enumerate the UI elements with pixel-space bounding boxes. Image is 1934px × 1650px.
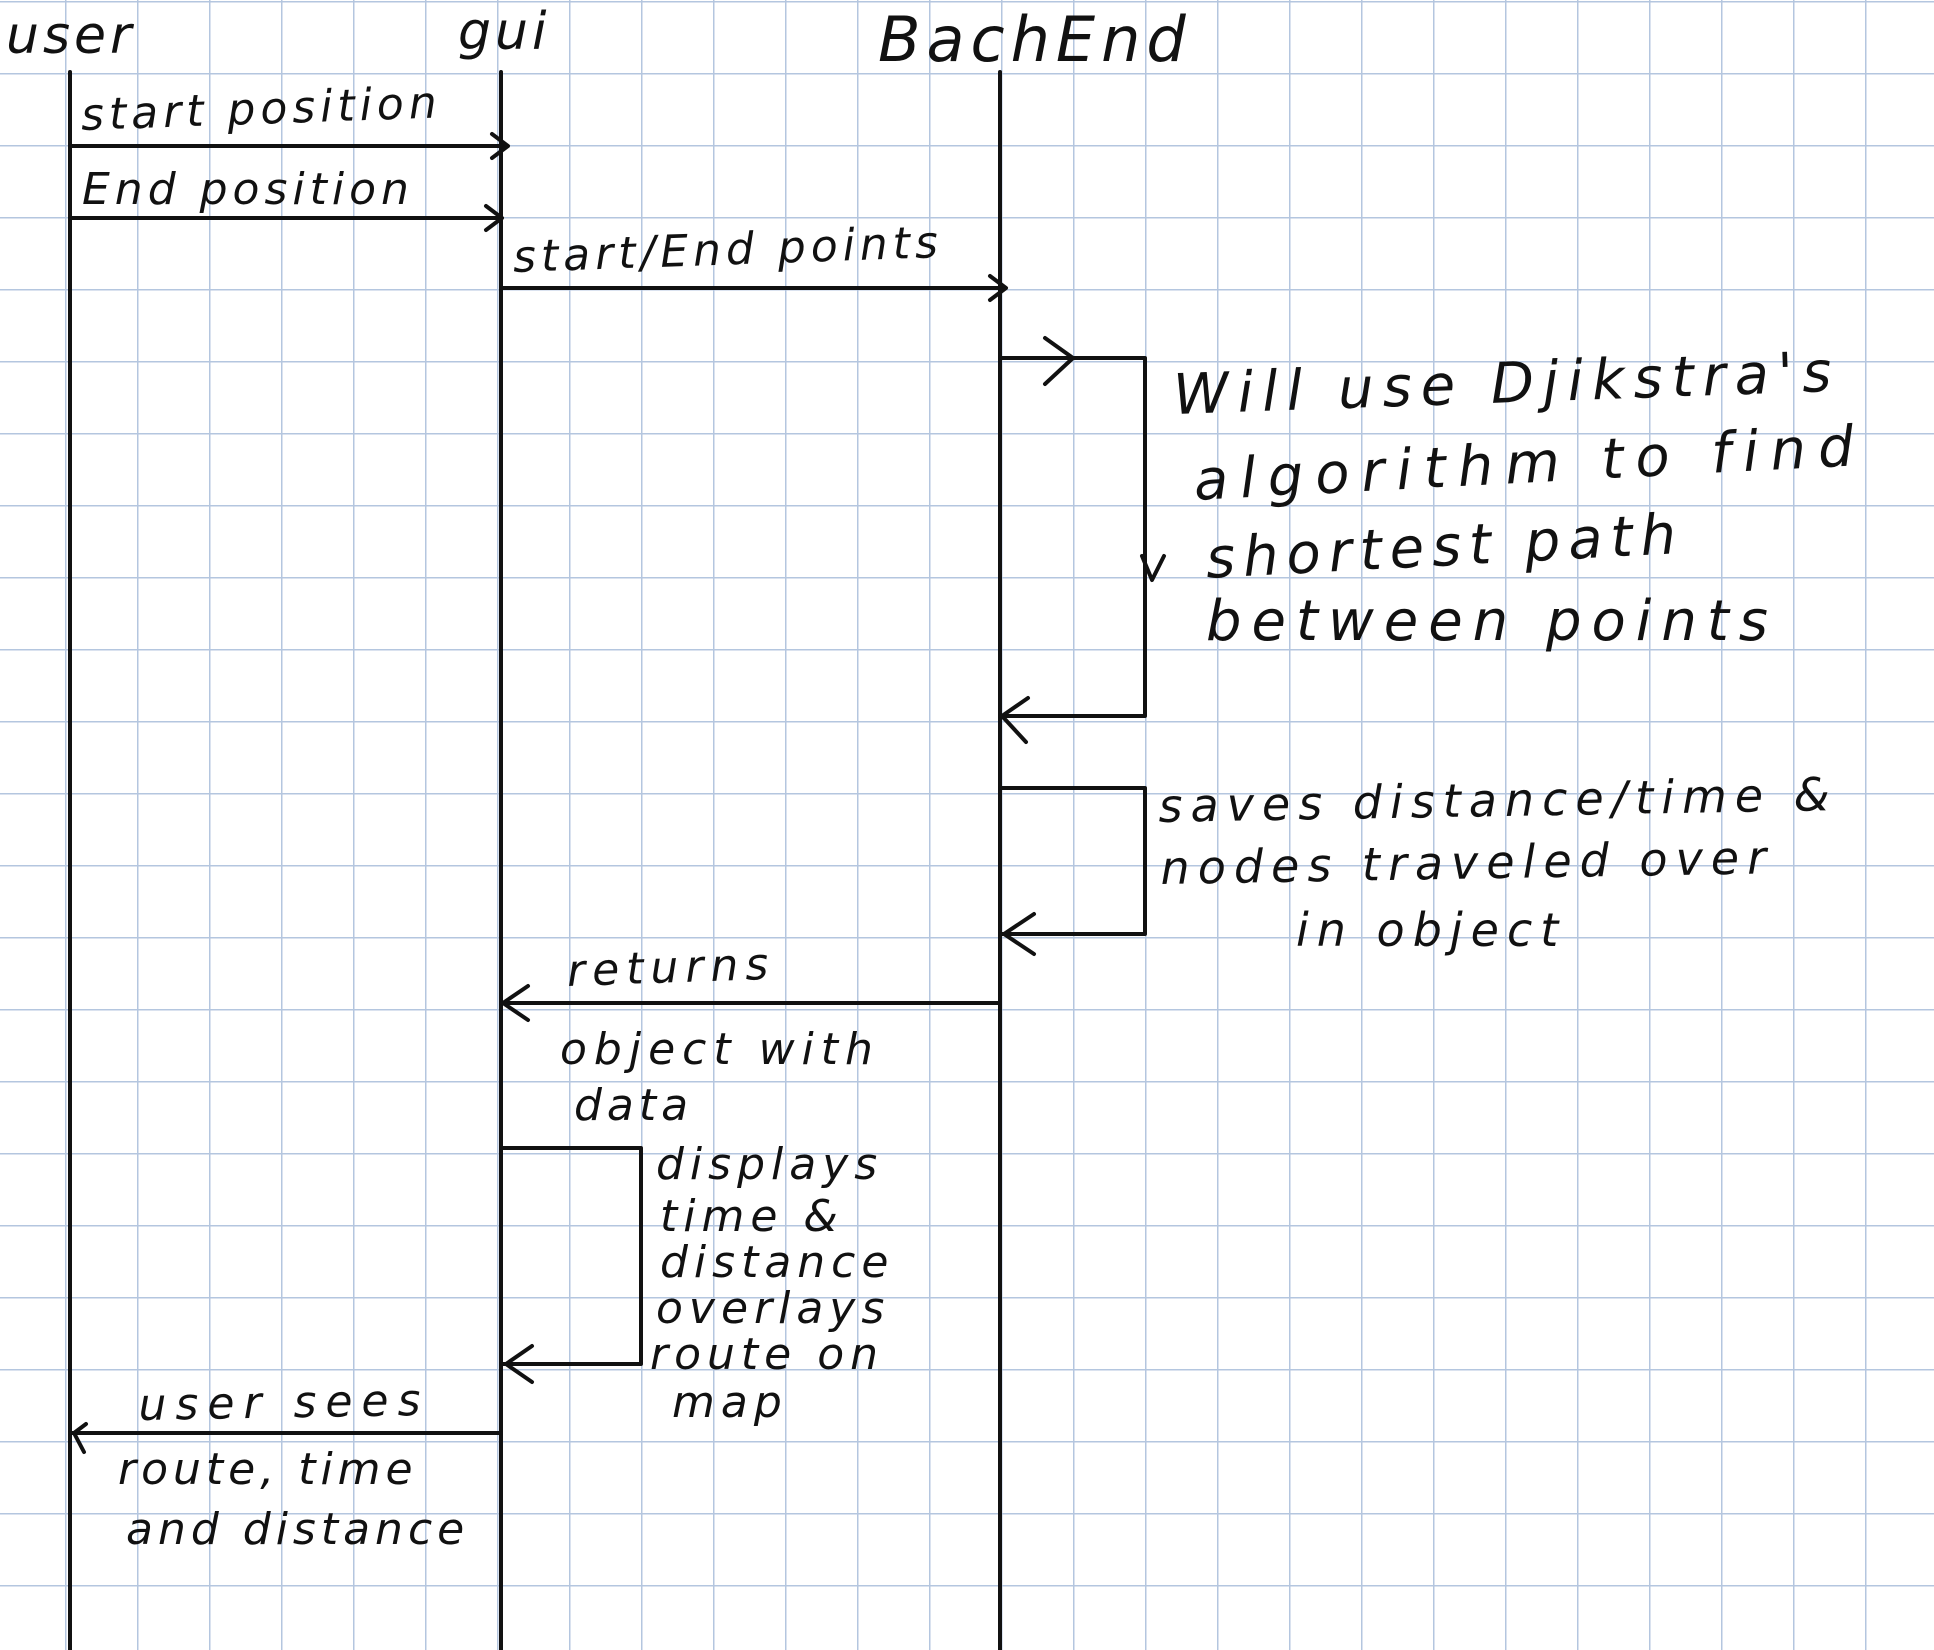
returns-label: returns xyxy=(566,938,776,997)
actor-backend: BachEnd xyxy=(878,3,1192,76)
user-sees-arrow xyxy=(68,1422,503,1454)
end-position-label: End position xyxy=(82,164,414,215)
displays-self-call-arrow xyxy=(499,1146,643,1384)
start-end-points-arrow xyxy=(499,274,1008,302)
user-sees-label-3: and distance xyxy=(126,1504,470,1555)
saves-note-line-3: in object xyxy=(1296,903,1567,957)
displays-note-line-6: map xyxy=(672,1377,788,1428)
displays-note-line-4: overlays xyxy=(656,1283,891,1334)
actor-user: user xyxy=(6,6,136,66)
displays-note-line-2: time & xyxy=(660,1191,844,1242)
object-with-data-label-1: object with xyxy=(560,1024,880,1075)
displays-note-line-3: distance xyxy=(660,1237,895,1288)
start-position-arrow xyxy=(68,132,510,160)
start-position-label: start position xyxy=(80,77,443,141)
dijkstra-self-call-arrow xyxy=(998,336,1166,744)
saves-self-call-arrow xyxy=(998,786,1147,956)
user-sees-label-1: user sees xyxy=(138,1374,430,1431)
object-with-data-label-2: data xyxy=(574,1080,694,1131)
returns-arrow xyxy=(499,984,1002,1022)
actor-gui: gui xyxy=(458,2,551,62)
end-position-arrow xyxy=(68,204,504,232)
saves-note-line-1: saves distance/time & xyxy=(1158,767,1839,833)
displays-note-line-5: route on xyxy=(650,1329,885,1380)
dijkstra-note-line-4: between points xyxy=(1206,589,1778,654)
user-sees-label-2: route, time xyxy=(118,1444,418,1495)
displays-note-line-1: displays xyxy=(656,1139,884,1190)
saves-note-line-2: nodes traveled over xyxy=(1160,830,1775,895)
